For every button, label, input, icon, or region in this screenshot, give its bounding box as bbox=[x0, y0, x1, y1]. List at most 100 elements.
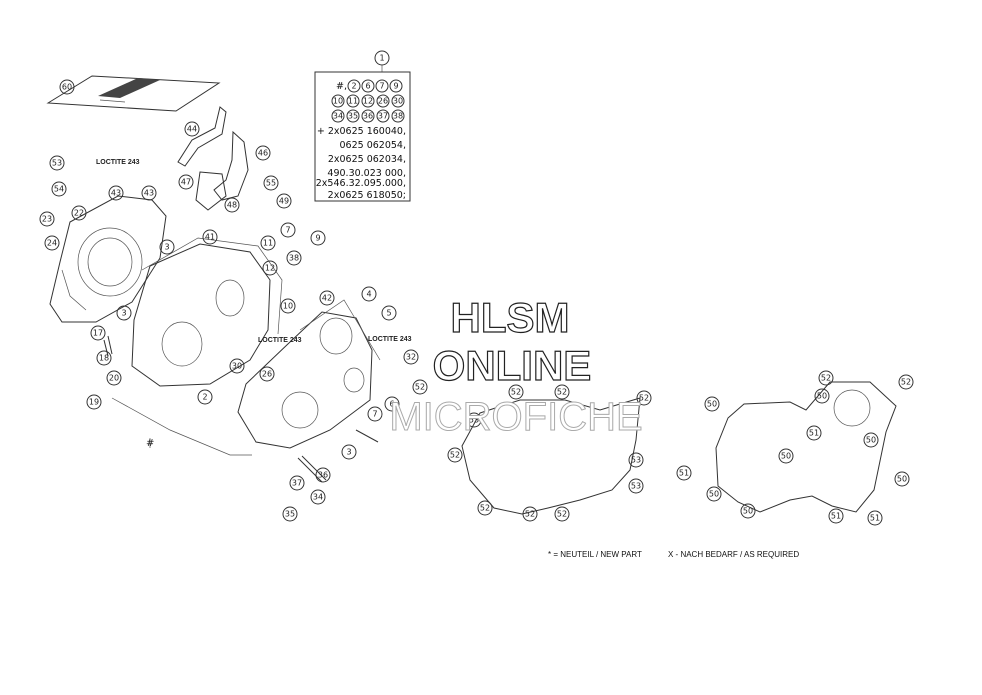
svg-text:26: 26 bbox=[378, 97, 388, 106]
svg-text:52: 52 bbox=[480, 504, 490, 513]
svg-text:35: 35 bbox=[348, 112, 358, 121]
svg-text:50: 50 bbox=[707, 400, 717, 409]
svg-text:50: 50 bbox=[817, 392, 827, 401]
svg-text:30: 30 bbox=[393, 97, 403, 106]
callout: 3 bbox=[341, 444, 357, 460]
studs bbox=[107, 335, 379, 483]
callout: 36 bbox=[315, 467, 331, 483]
svg-text:51: 51 bbox=[870, 514, 880, 523]
svg-text:18: 18 bbox=[99, 354, 109, 363]
footnote-as-required: X - NACH BEDARF / AS REQUIRED bbox=[668, 550, 799, 559]
callout: 52 bbox=[898, 374, 914, 390]
svg-text:50: 50 bbox=[897, 475, 907, 484]
svg-text:47: 47 bbox=[181, 178, 191, 187]
svg-text:60: 60 bbox=[62, 83, 72, 92]
svg-text:37: 37 bbox=[378, 112, 388, 121]
callout: 34 bbox=[310, 489, 326, 505]
callout: 22 bbox=[71, 205, 87, 221]
svg-text:55: 55 bbox=[266, 179, 276, 188]
svg-text:2: 2 bbox=[202, 393, 207, 402]
svg-text:ONLINE: ONLINE bbox=[433, 342, 592, 389]
svg-text:52: 52 bbox=[557, 388, 567, 397]
svg-text:1: 1 bbox=[379, 54, 384, 63]
svg-text:+ 2x0625 160040,: + 2x0625 160040, bbox=[317, 126, 406, 137]
callout: 54 bbox=[51, 181, 67, 197]
callout: 48 bbox=[224, 197, 240, 213]
svg-text:52: 52 bbox=[450, 451, 460, 460]
callout: 44 bbox=[184, 121, 200, 137]
svg-text:46: 46 bbox=[258, 149, 268, 158]
callout: 53 bbox=[49, 155, 65, 171]
callout: 53 bbox=[628, 478, 644, 494]
callout: 17 bbox=[90, 325, 106, 341]
svg-text:3: 3 bbox=[346, 448, 351, 457]
callout: 53 bbox=[466, 412, 482, 428]
svg-text:0625 062054,: 0625 062054, bbox=[340, 140, 406, 151]
callout: 52 bbox=[636, 390, 652, 406]
svg-text:19: 19 bbox=[89, 398, 99, 407]
callouts: 60 44 46 47 48 55 49 53 54 22 43 43 23 2… bbox=[39, 79, 914, 526]
svg-text:37: 37 bbox=[292, 479, 302, 488]
svg-text:54: 54 bbox=[54, 185, 64, 194]
callout: 2 bbox=[197, 389, 213, 405]
callout: 50 bbox=[704, 396, 720, 412]
callout: 7 bbox=[280, 222, 296, 238]
svg-text:10: 10 bbox=[283, 302, 293, 311]
svg-text:2x0625 062034,: 2x0625 062034, bbox=[328, 154, 406, 165]
svg-text:MICROFICHE: MICROFICHE bbox=[389, 395, 642, 439]
svg-text:38: 38 bbox=[393, 112, 403, 121]
svg-text:43: 43 bbox=[111, 189, 121, 198]
gasket-clutch-side bbox=[461, 397, 641, 515]
svg-text:41: 41 bbox=[205, 233, 215, 242]
callout: 50 bbox=[778, 448, 794, 464]
manual-booklet bbox=[46, 75, 221, 112]
callout: 52 bbox=[818, 370, 834, 386]
svg-text:24: 24 bbox=[47, 239, 57, 248]
svg-text:4: 4 bbox=[366, 290, 371, 299]
callout: 42 bbox=[319, 290, 335, 306]
callout: 52 bbox=[412, 379, 428, 395]
callout: 5 bbox=[381, 305, 397, 321]
svg-text:53: 53 bbox=[52, 159, 62, 168]
callout: 19 bbox=[86, 394, 102, 410]
svg-text:10: 10 bbox=[333, 97, 343, 106]
callout: 3 bbox=[116, 305, 132, 321]
cover-46 bbox=[195, 130, 249, 211]
callout: 52 bbox=[554, 506, 570, 522]
callout: 30 bbox=[229, 358, 245, 374]
callout: 46 bbox=[255, 145, 271, 161]
svg-text:38: 38 bbox=[289, 254, 299, 263]
callout: 32 bbox=[403, 349, 419, 365]
bracket-44 bbox=[177, 106, 227, 167]
callout: 23 bbox=[39, 211, 55, 227]
svg-text:12: 12 bbox=[363, 97, 373, 106]
svg-text:44: 44 bbox=[187, 125, 197, 134]
svg-text:3: 3 bbox=[121, 309, 126, 318]
callout: 52 bbox=[508, 384, 524, 400]
svg-text:53: 53 bbox=[631, 482, 641, 491]
svg-text:50: 50 bbox=[743, 507, 753, 516]
gasket-ignition-side bbox=[715, 381, 897, 513]
callout: 51 bbox=[867, 510, 883, 526]
callout: 51 bbox=[828, 508, 844, 524]
svg-text:36: 36 bbox=[363, 112, 373, 121]
svg-text:2: 2 bbox=[351, 82, 356, 91]
footnote-new-part: * = NEUTEIL / NEW PART bbox=[548, 550, 642, 559]
callout: 7 bbox=[367, 406, 383, 422]
loctite-label: LOCTITE 243 bbox=[258, 337, 302, 344]
svg-text:7: 7 bbox=[379, 82, 384, 91]
callout: 51 bbox=[676, 465, 692, 481]
svg-text:11: 11 bbox=[348, 97, 358, 106]
svg-text:52: 52 bbox=[557, 510, 567, 519]
callout: 43 bbox=[141, 185, 157, 201]
svg-text:26: 26 bbox=[262, 370, 272, 379]
loctite-label: LOCTITE 243 bbox=[96, 159, 140, 166]
svg-text:52: 52 bbox=[901, 378, 911, 387]
svg-text:22: 22 bbox=[74, 209, 84, 218]
callout: 24 bbox=[44, 235, 60, 251]
ignition-cover bbox=[49, 195, 167, 357]
svg-text:32: 32 bbox=[406, 353, 416, 362]
svg-text:6: 6 bbox=[389, 400, 394, 409]
svg-text:50: 50 bbox=[709, 490, 719, 499]
